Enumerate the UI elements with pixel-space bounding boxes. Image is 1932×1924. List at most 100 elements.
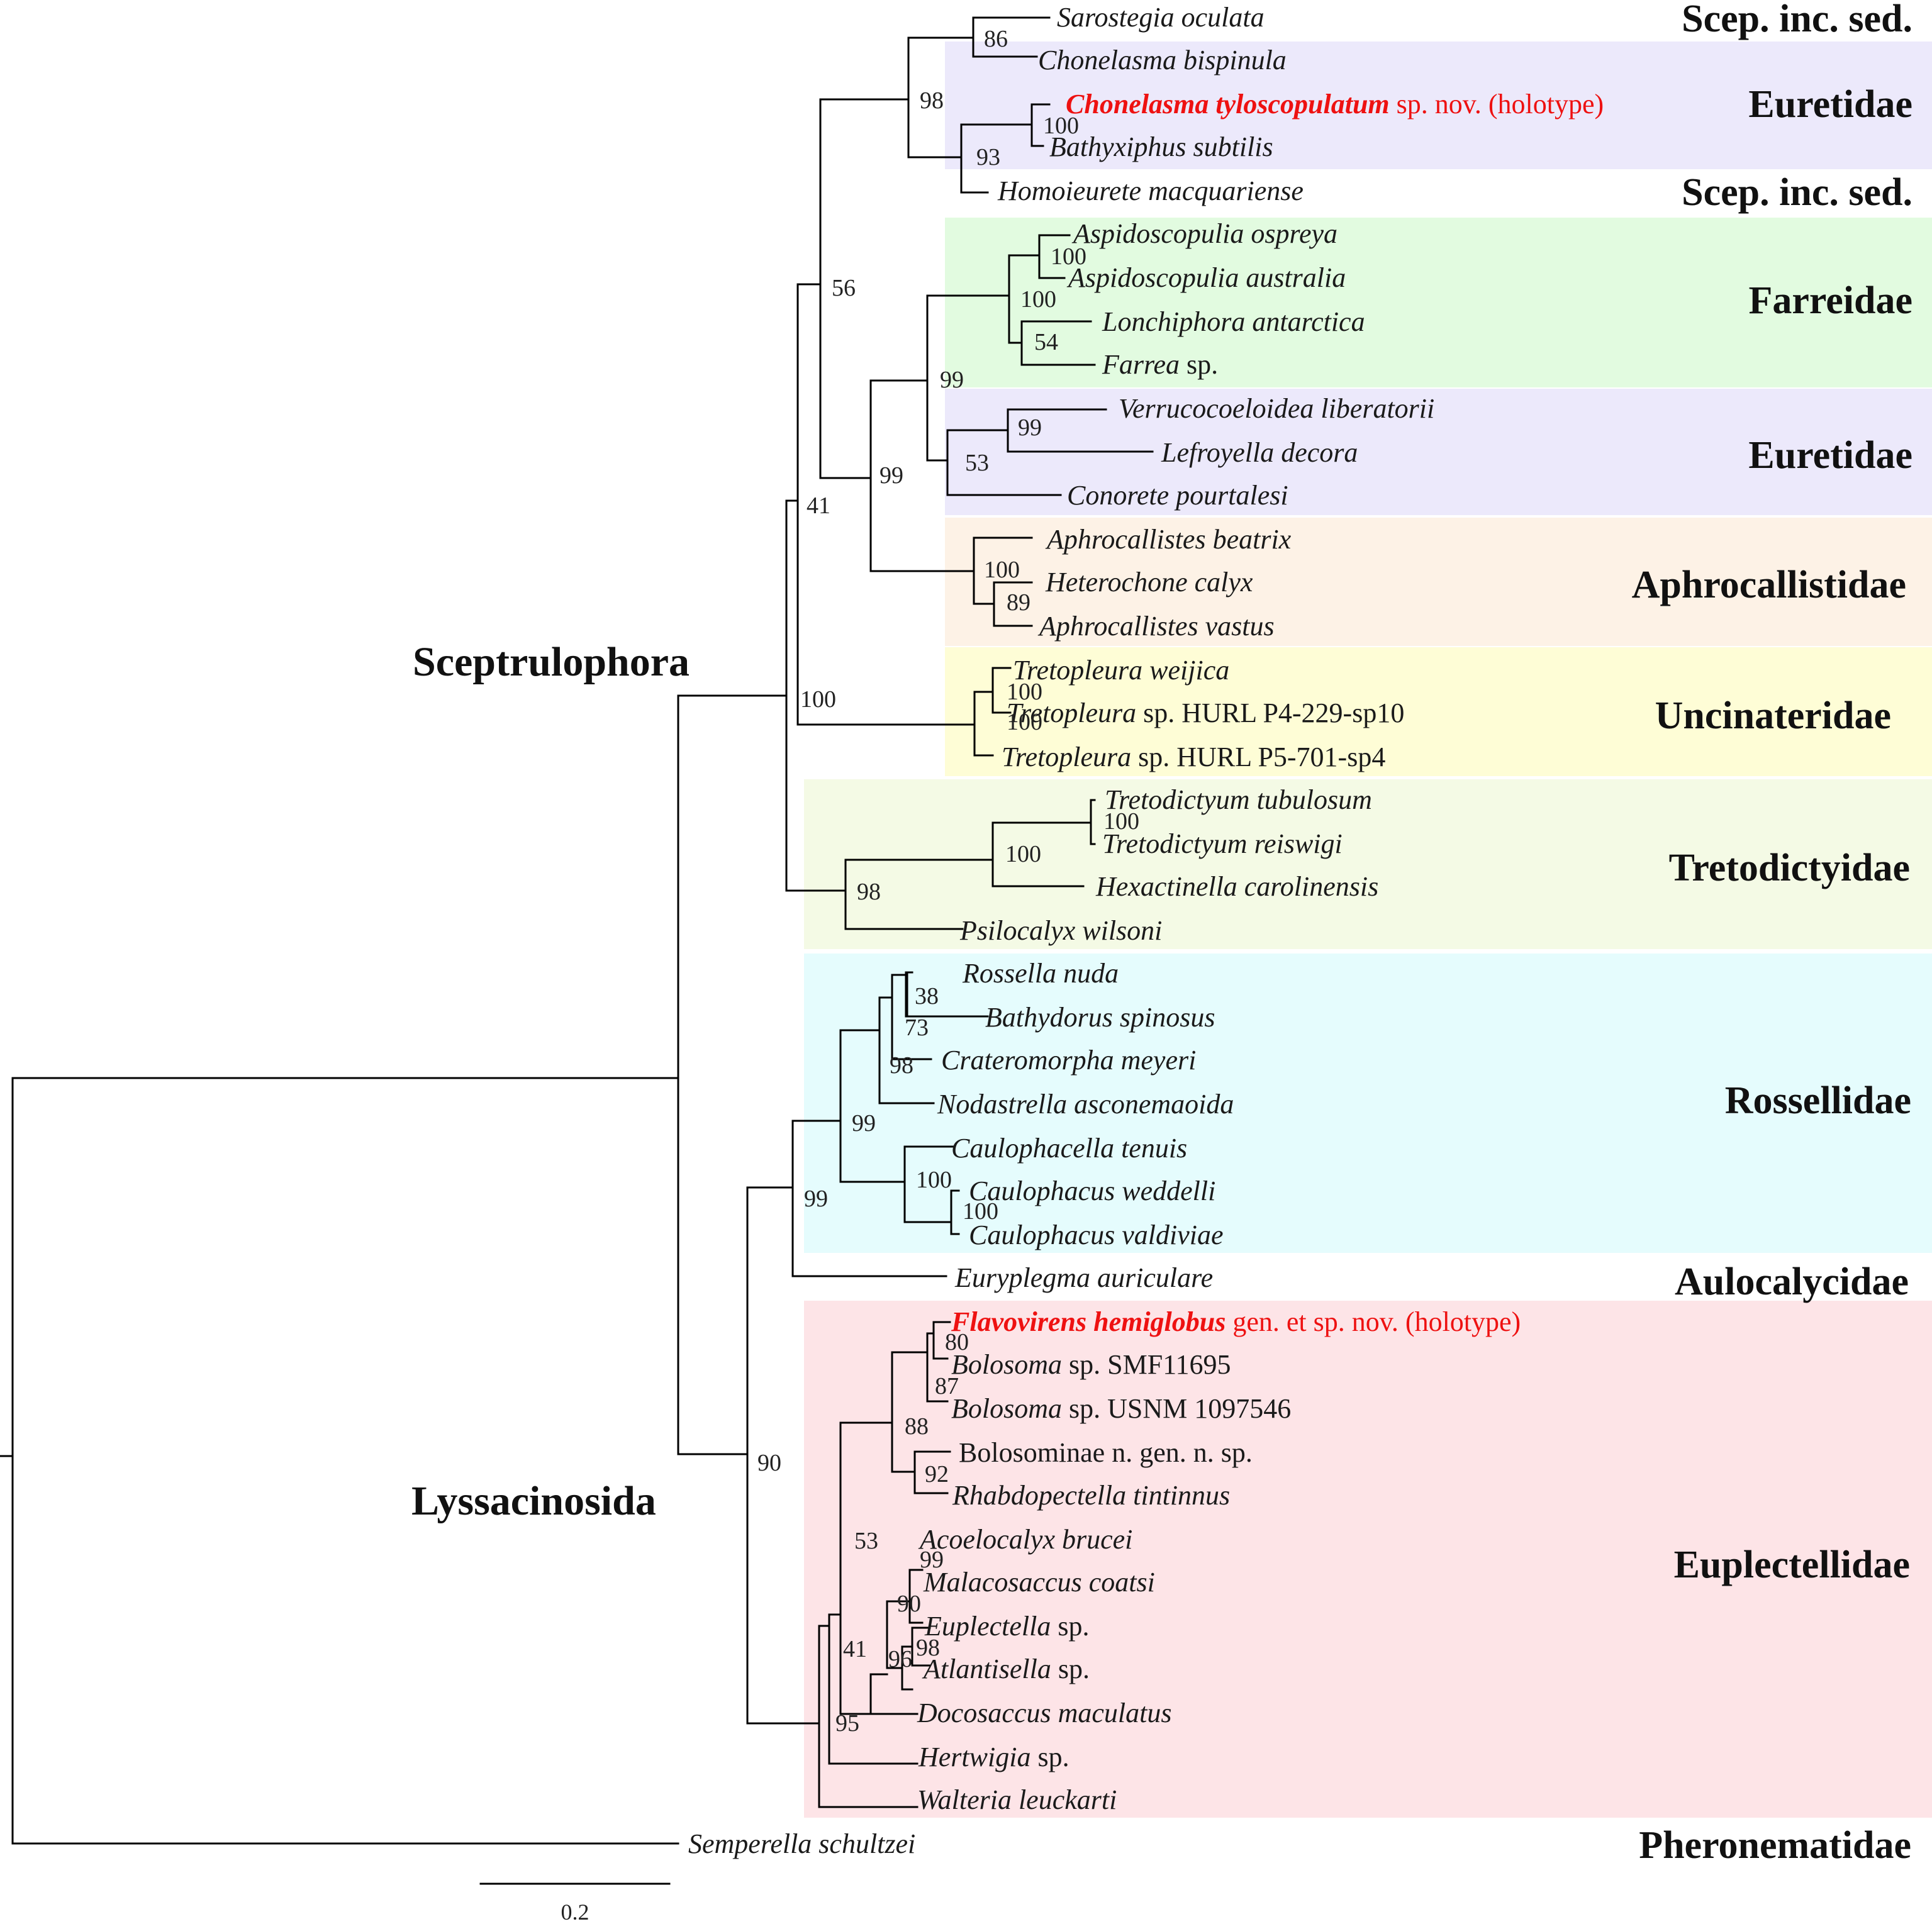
bootstrap-value: 100: [1043, 113, 1079, 139]
taxon-label: Tretopleura weijica: [1013, 655, 1229, 686]
bootstrap-value: 80: [945, 1329, 969, 1355]
taxon-label: Tretopleura sp. HURL P4-229-sp10: [1007, 698, 1404, 728]
bootstrap-value: 100: [1103, 808, 1139, 835]
taxon-label: Aphrocallistes beatrix: [1045, 524, 1292, 555]
bootstrap-value: 95: [835, 1710, 859, 1737]
band-farreidae: [945, 218, 1932, 387]
taxon-label: Heterochone calyx: [1045, 567, 1253, 598]
taxon-label: Verrucocoeloidea liberatorii: [1119, 393, 1434, 424]
bootstrap-value: 54: [1034, 329, 1058, 355]
taxon-label: Sarostegia oculata: [1057, 2, 1265, 33]
taxon-label: Hexactinella carolinensis: [1095, 871, 1378, 902]
bootstrap-value: 99: [804, 1186, 828, 1212]
taxon-label: Lefroyella decora: [1161, 437, 1358, 468]
bootstrap-value: 73: [905, 1015, 929, 1041]
bootstrap-value: 100: [800, 686, 836, 713]
family-label: Euretidae: [1748, 434, 1912, 477]
bootstrap-value: 53: [965, 450, 989, 476]
taxon-label-highlight: Chonelasma tyloscopulatum sp. nov. (holo…: [1066, 89, 1604, 120]
bootstrap-value: 100: [963, 1198, 998, 1225]
family-labels: Scep. inc. sed. Euretidae Scep. inc. sed…: [1632, 0, 1912, 1867]
bootstrap-values: 86 98 100 93 56 100 100 54 99 99 53 99 1…: [757, 26, 1139, 1737]
taxon-label: Homoieurete macquariense: [997, 175, 1304, 206]
taxon-label: Tretodictyum tubulosum: [1105, 784, 1372, 815]
bootstrap-value: 92: [925, 1461, 949, 1487]
taxon-label: Farrea sp.: [1102, 349, 1218, 380]
taxon-label: Bolosoma sp. SMF11695: [951, 1349, 1231, 1380]
bootstrap-value: 100: [1007, 709, 1042, 735]
bootstrap-value: 100: [1007, 679, 1042, 705]
taxon-label: Atlantisella sp.: [922, 1654, 1090, 1684]
bootstrap-value: 53: [854, 1528, 878, 1554]
scale-bar: 0.2: [479, 1882, 671, 1924]
family-label: Rossellidae: [1725, 1079, 1911, 1122]
bootstrap-value: 86: [984, 26, 1008, 52]
bootstrap-value: 100: [916, 1167, 952, 1193]
taxon-label: Bathydorus spinosus: [985, 1002, 1215, 1033]
taxon-label: Caulophacus valdiviae: [969, 1220, 1224, 1250]
bootstrap-value: 87: [935, 1373, 959, 1399]
bootstrap-value: 99: [940, 367, 964, 393]
band-uncinateridae: [945, 647, 1932, 776]
bootstrap-value: 98: [857, 879, 881, 905]
family-label: Scep. inc. sed.: [1682, 0, 1912, 40]
taxon-label: Caulophacella tenuis: [951, 1133, 1187, 1164]
taxon-label: Semperella schultzei: [688, 1828, 915, 1859]
band-euretidae-1: [945, 42, 1932, 169]
taxon-label: Euryplegma auriculare: [954, 1262, 1213, 1293]
taxon-label: Conorete pourtalesi: [1067, 480, 1288, 511]
family-label: Aulocalycidae: [1675, 1260, 1909, 1303]
bootstrap-value: 99: [1018, 414, 1042, 441]
bootstrap-value: 96: [888, 1646, 912, 1672]
bootstrap-value: 100: [984, 557, 1020, 583]
bootstrap-value: 89: [1007, 589, 1030, 616]
bootstrap-value: 56: [832, 275, 856, 301]
scale-bar-label: 0.2: [561, 1899, 589, 1924]
taxon-label: Lonchiphora antarctica: [1102, 306, 1365, 337]
band-aphrocallistidae: [945, 518, 1932, 646]
taxon-label: Caulophacus weddelli: [969, 1176, 1215, 1206]
taxon-label: Walteria leuckarti: [917, 1784, 1117, 1815]
family-backgrounds: [804, 42, 1932, 1818]
bootstrap-value: 93: [976, 144, 1000, 170]
taxon-label: Tretopleura sp. HURL P5-701-sp4: [1002, 742, 1385, 772]
bootstrap-value: 100: [1005, 841, 1041, 867]
bootstrap-value: 41: [807, 492, 830, 519]
band-rossellidae: [804, 954, 1932, 1253]
taxon-label: Bolosoma sp. USNM 1097546: [951, 1393, 1291, 1424]
taxon-label: Tretodictyum reiswigi: [1102, 828, 1343, 859]
family-label: Euretidae: [1748, 83, 1912, 126]
taxon-label-highlight: Flavovirens hemiglobus gen. et sp. nov. …: [951, 1306, 1521, 1337]
family-label: Aphrocallistidae: [1632, 564, 1906, 606]
band-euplectellidae: [804, 1301, 1932, 1818]
taxon-label: Bathyxiphus subtilis: [1049, 131, 1273, 162]
family-label: Scep. inc. sed.: [1682, 171, 1912, 214]
bootstrap-value: 99: [852, 1110, 876, 1137]
bootstrap-value: 99: [920, 1547, 944, 1573]
bootstrap-value: 99: [879, 462, 903, 489]
bootstrap-value: 98: [920, 87, 944, 114]
taxon-label: Chonelasma bispinula: [1038, 45, 1287, 75]
taxon-label: Rhabdopectella tintinnus: [952, 1480, 1230, 1511]
taxon-label: Aspidoscopulia australia: [1066, 262, 1346, 293]
bootstrap-value: 38: [915, 983, 939, 1009]
taxon-label: Nodastrella asconemaoida: [937, 1089, 1234, 1120]
taxon-label: Euplectella sp.: [924, 1611, 1090, 1642]
bootstrap-value: 88: [905, 1413, 929, 1440]
bootstrap-value: 41: [843, 1636, 867, 1662]
clade-label-sceptrulophora: Sceptrulophora: [413, 639, 690, 685]
bootstrap-value: 90: [757, 1450, 781, 1476]
taxon-labels: Sarostegia oculata Chonelasma bispinula …: [688, 2, 1604, 1859]
taxon-label: Rossella nuda: [962, 958, 1119, 989]
taxon-label: Hertwigia sp.: [918, 1742, 1069, 1772]
family-label: Tretodictyidae: [1669, 847, 1910, 889]
taxon-label: Aspidoscopulia ospreya: [1071, 218, 1337, 249]
bootstrap-value: 90: [897, 1591, 921, 1617]
taxon-label: Crateromorpha meyeri: [941, 1045, 1196, 1076]
taxon-label: Docosaccus maculatus: [917, 1698, 1172, 1728]
bootstrap-value: 98: [890, 1052, 913, 1079]
family-label: Uncinateridae: [1655, 694, 1891, 737]
bootstrap-value: 100: [1051, 243, 1086, 270]
family-label: Pheronematidae: [1639, 1824, 1911, 1867]
